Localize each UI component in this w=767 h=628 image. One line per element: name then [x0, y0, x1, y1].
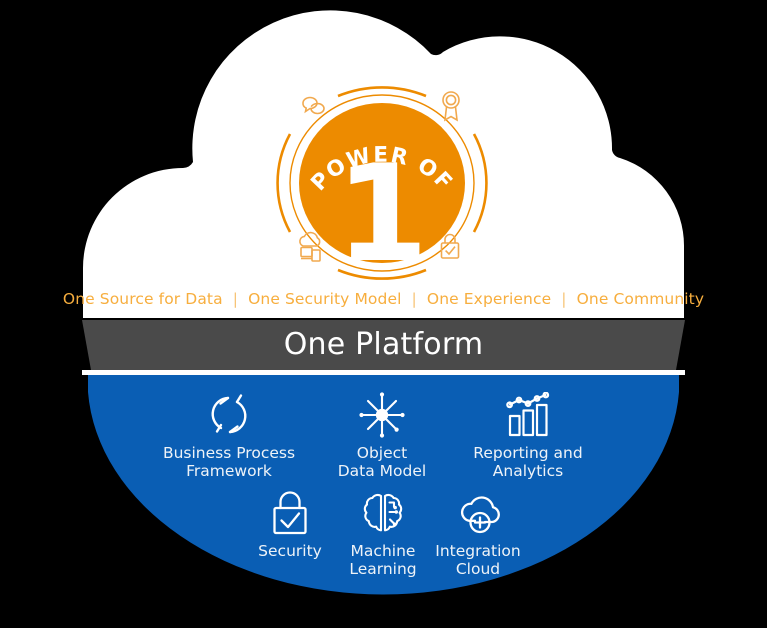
platform-band — [82, 320, 685, 370]
tagline-separator-0: | — [232, 290, 239, 308]
tagline-item-1: One Security Model — [248, 290, 402, 308]
feature-business-process-framework: Business Process Framework — [154, 390, 304, 481]
object-data-node-icon — [307, 390, 457, 440]
chat-bubbles-icon — [302, 96, 325, 115]
tagline-item-3: One Community — [576, 290, 705, 308]
award-ribbon-icon — [442, 91, 460, 122]
refresh-cycle-icon — [154, 390, 304, 440]
brain-circuit-icon — [308, 488, 458, 538]
lock-check-icon — [440, 233, 460, 259]
tagline-item-0: One Source for Data — [62, 290, 223, 308]
feature-security: Security — [215, 488, 365, 560]
feature-label: Security — [258, 542, 322, 560]
band-separator — [82, 370, 685, 375]
tagline: One Source for Data | One Security Model… — [0, 290, 767, 308]
feature-label: Object Data Model — [337, 444, 427, 481]
cloud-devices-icon — [299, 231, 321, 262]
bar-chart-trend-icon — [453, 390, 603, 440]
outer-orbit-ring — [276, 86, 488, 280]
feature-label: Reporting and Analytics — [473, 444, 583, 481]
tagline-separator-2: | — [561, 290, 567, 308]
tagline-item-2: One Experience — [426, 290, 552, 308]
feature-machine-learning: Machine Learning — [308, 488, 458, 579]
feature-label: Business Process Framework — [162, 444, 296, 481]
badge-numeral: 1 — [335, 136, 428, 292]
feature-object-data-model: Object Data Model — [307, 390, 457, 481]
feature-reporting-and-analytics: Reporting and Analytics — [453, 390, 603, 481]
padlock-check-icon — [215, 488, 365, 538]
inner-orbit-ring — [289, 94, 475, 272]
feature-integration-cloud: Integration Cloud — [403, 488, 553, 579]
badge-disc — [299, 103, 465, 263]
feature-label: Integration Cloud — [435, 542, 521, 579]
cloud-plus-icon — [403, 488, 553, 538]
tagline-separator-1: | — [411, 290, 417, 308]
power-of-one-badge: POWER OF 1 — [262, 72, 502, 294]
platform-band-title: One Platform — [283, 327, 484, 362]
feature-label: Machine Learning — [349, 542, 417, 579]
